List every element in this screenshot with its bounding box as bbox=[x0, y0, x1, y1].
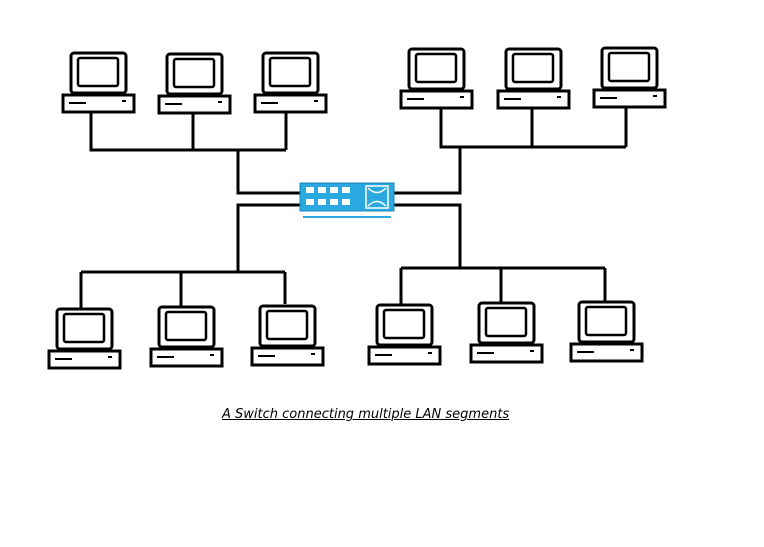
computer-icon bbox=[367, 303, 442, 366]
computer-top-left-2 bbox=[157, 52, 232, 115]
computer-top-right-2 bbox=[496, 47, 571, 110]
segment-top-right bbox=[394, 108, 628, 195]
diagram-caption: A Switch connecting multiple LAN segment… bbox=[222, 407, 510, 422]
computer-icon bbox=[250, 304, 325, 367]
computer-top-left-3 bbox=[253, 51, 328, 114]
computer-icon bbox=[157, 52, 232, 115]
computer-icon bbox=[399, 47, 474, 110]
computers bbox=[47, 46, 667, 370]
computer-top-right-1 bbox=[399, 47, 474, 110]
computer-icon bbox=[253, 51, 328, 114]
computer-top-right-3 bbox=[592, 46, 667, 109]
segment-top-left bbox=[89, 112, 300, 195]
computer-bottom-right-1 bbox=[367, 303, 442, 366]
computer-bottom-right-3 bbox=[569, 300, 644, 363]
computer-top-left-1 bbox=[61, 51, 136, 114]
network-switch-icon bbox=[299, 182, 395, 218]
segment-bottom-left bbox=[79, 203, 300, 308]
computer-icon bbox=[469, 301, 544, 364]
computer-bottom-left-1 bbox=[47, 307, 122, 370]
computer-bottom-right-2 bbox=[469, 301, 544, 364]
connections bbox=[79, 108, 628, 308]
computer-icon bbox=[569, 300, 644, 363]
computer-icon bbox=[592, 46, 667, 109]
computer-icon bbox=[496, 47, 571, 110]
computer-icon bbox=[47, 307, 122, 370]
computer-icon bbox=[149, 305, 224, 368]
computer-icon bbox=[61, 51, 136, 114]
segment-bottom-right bbox=[394, 203, 607, 304]
computer-bottom-left-3 bbox=[250, 304, 325, 367]
computer-bottom-left-2 bbox=[149, 305, 224, 368]
